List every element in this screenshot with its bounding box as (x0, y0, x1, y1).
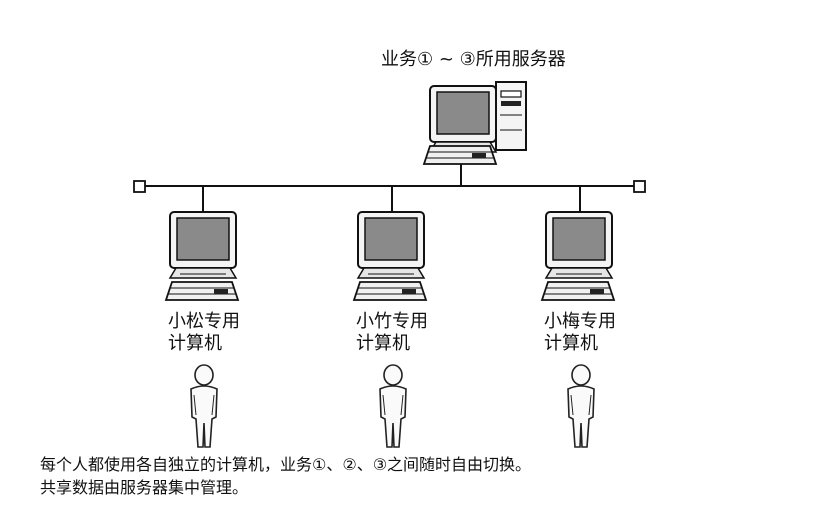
server-tower (495, 81, 527, 151)
client-label-line2: 计算机 (356, 333, 410, 354)
server-computer (423, 81, 527, 165)
server-label: 业务① ~ ③所用服务器 (381, 49, 566, 70)
client-label-koume: 小梅专用 计算机 (544, 311, 616, 355)
client-computer-kotake (353, 211, 427, 301)
bus-terminator-left (133, 180, 146, 193)
client-label-komatsu: 小松专用 计算机 (168, 311, 240, 355)
user-figure-kotake (379, 364, 407, 448)
user-figure-koume (567, 364, 595, 448)
client-label-kotake: 小竹专用 计算机 (356, 311, 428, 355)
caption-line-2: 共享数据由服务器集中管理。 (40, 478, 249, 497)
user-figure-komatsu (190, 364, 218, 448)
caption-line-1: 每个人都使用各自独立的计算机，业务①、②、③之间随时自由切换。 (40, 455, 532, 474)
client-label-line2: 计算机 (168, 333, 222, 354)
client-label-line1: 小松专用 (168, 311, 240, 332)
client-label-line1: 小竹专用 (356, 311, 428, 332)
bus-terminator-right (633, 180, 646, 193)
client-computer-koume (541, 211, 615, 301)
client-label-line2: 计算机 (544, 333, 598, 354)
client-computer-komatsu (165, 211, 239, 301)
client-label-line1: 小梅专用 (544, 311, 616, 332)
